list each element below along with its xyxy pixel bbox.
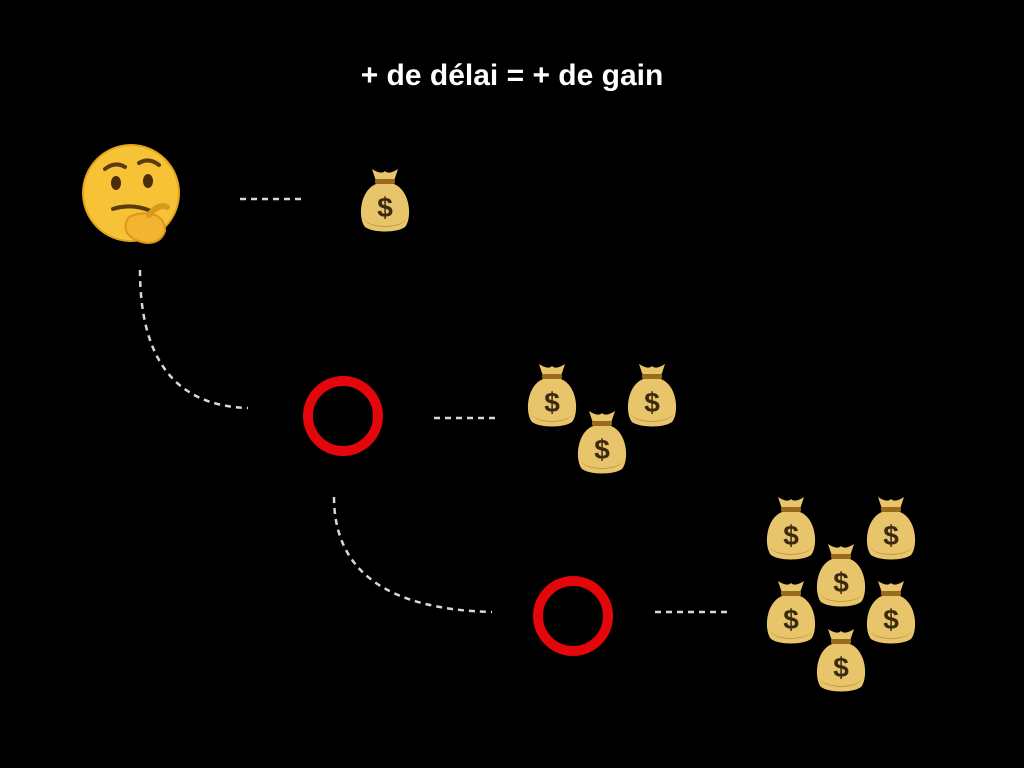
thinking-face-icon	[82, 144, 180, 245]
connector-face-to-ring-1	[138, 269, 249, 410]
money-bag-icon	[577, 411, 627, 474]
money-bag-icon	[627, 364, 677, 427]
money-bag-icon	[766, 497, 816, 560]
money-bag-icon	[527, 364, 577, 427]
money-bag-icon	[866, 497, 916, 560]
money-bag-icon	[816, 629, 866, 692]
slide-title: + de délai = + de gain	[360, 59, 664, 92]
money-bag-icon	[766, 581, 816, 644]
red-ring-icon	[303, 376, 383, 456]
money-bag-icon	[816, 544, 866, 607]
red-ring-icon	[533, 576, 613, 656]
money-bag-icon	[360, 169, 410, 232]
connector-ring-1-to-ring-2	[332, 496, 493, 614]
money-bag-icon	[866, 581, 916, 644]
